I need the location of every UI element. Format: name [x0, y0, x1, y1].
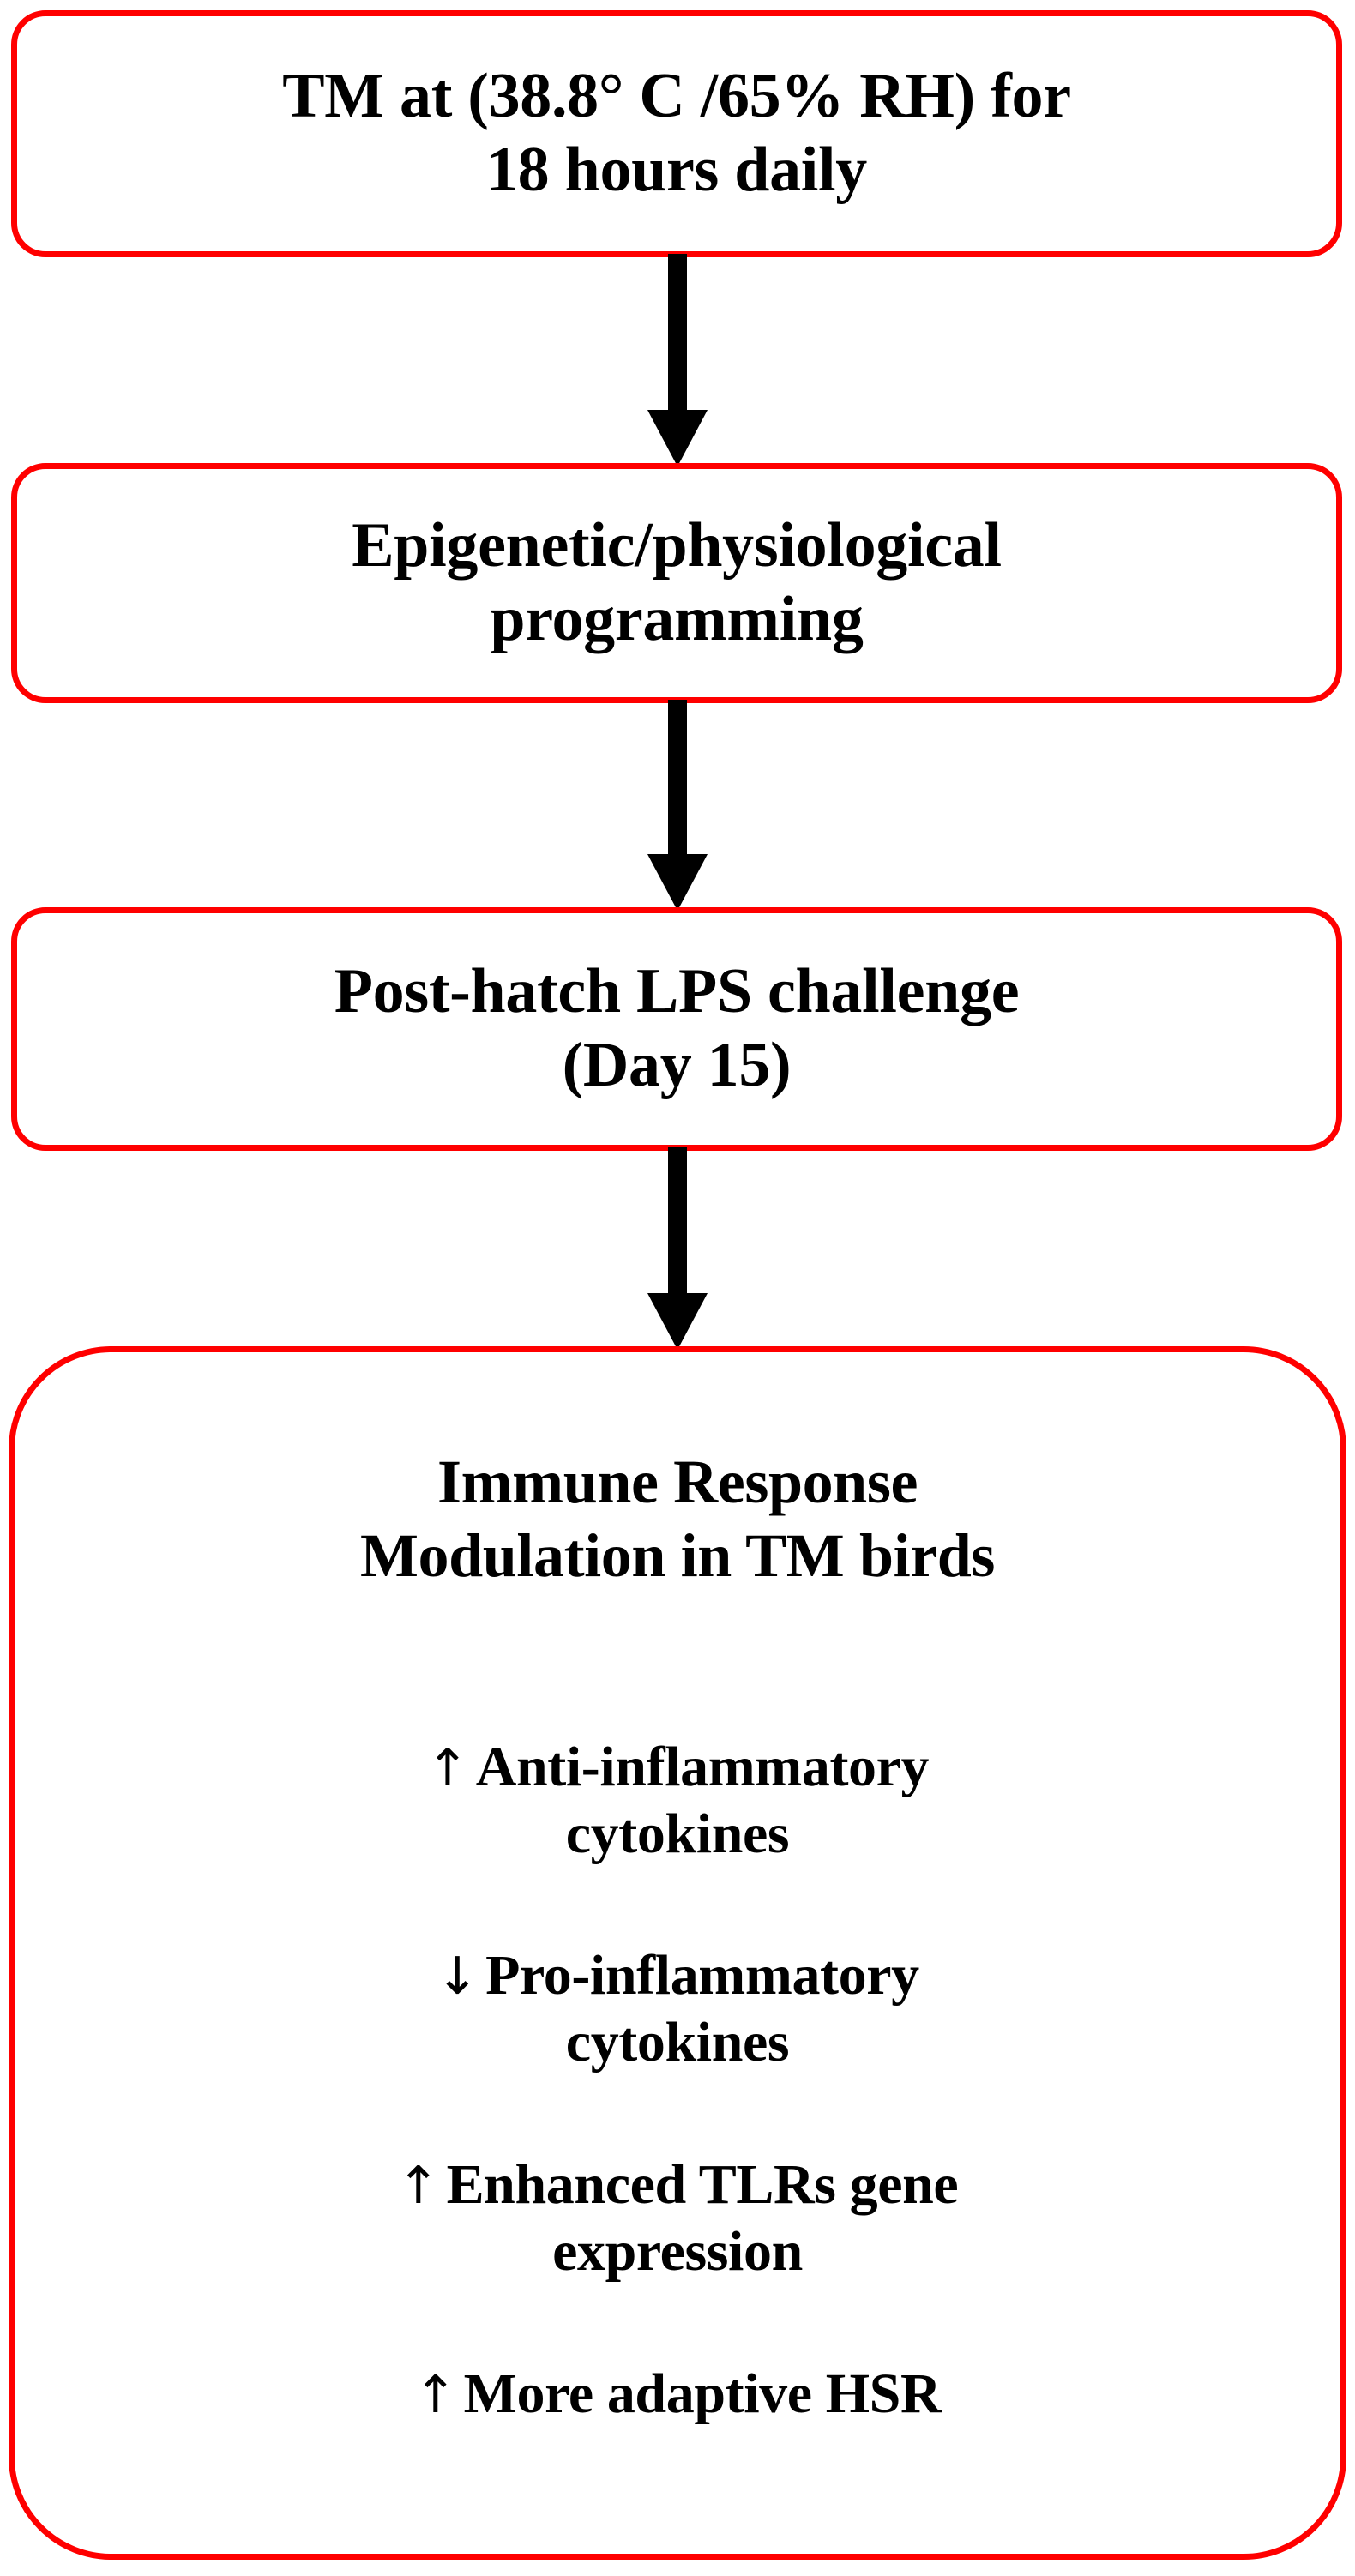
node-programming-label: Epigenetic/physiological programming: [352, 510, 1002, 654]
node-immune-outcome: Immune Response Modulation in TM birds ↑…: [9, 1346, 1346, 2560]
connector-2: [0, 700, 1355, 911]
arrow-down-icon: [647, 254, 708, 466]
node-lps-challenge: Post-hatch LPS challenge (Day 15): [11, 907, 1342, 1151]
outcome-item-label: More adaptive HSR: [463, 2362, 942, 2425]
connector-1: [0, 254, 1355, 466]
down-arrow-icon: ↓: [436, 1947, 479, 2007]
outcome-item-label: Enhanced TLRs gene expression: [446, 2152, 959, 2283]
outcome-item-label: Pro-inflammatory cytokines: [485, 1944, 919, 2074]
node-programming: Epigenetic/physiological programming: [11, 463, 1342, 703]
immune-outcome-list: ↑Anti-inflammatory cytokines ↓Pro-inflam…: [15, 1667, 1340, 2436]
connector-3: [0, 1147, 1355, 1350]
outcome-item: ↑Enhanced TLRs gene expression: [294, 2085, 1062, 2285]
node-lps-challenge-label: Post-hatch LPS challenge (Day 15): [334, 956, 1020, 1100]
up-arrow-icon: ↑: [413, 2364, 457, 2425]
immune-outcome-title: Immune Response Modulation in TM birds: [359, 1447, 996, 1591]
outcome-item-label: Anti-inflammatory cytokines: [475, 1735, 930, 1865]
up-arrow-icon: ↑: [425, 1737, 469, 1798]
node-tm-exposure: TM at (38.8° C /65% RH) for 18 hours dai…: [11, 10, 1342, 257]
outcome-item: ↑Anti-inflammatory cytokines: [323, 1667, 1032, 1868]
node-tm-exposure-label: TM at (38.8° C /65% RH) for 18 hours dai…: [282, 61, 1071, 205]
up-arrow-icon: ↑: [396, 2155, 440, 2216]
arrow-down-icon: [647, 700, 708, 911]
arrow-down-icon: [647, 1147, 708, 1350]
outcome-item: ↑More adaptive HSR: [311, 2294, 1045, 2428]
outcome-item: ↓Pro-inflammatory cytokines: [333, 1875, 1021, 2076]
